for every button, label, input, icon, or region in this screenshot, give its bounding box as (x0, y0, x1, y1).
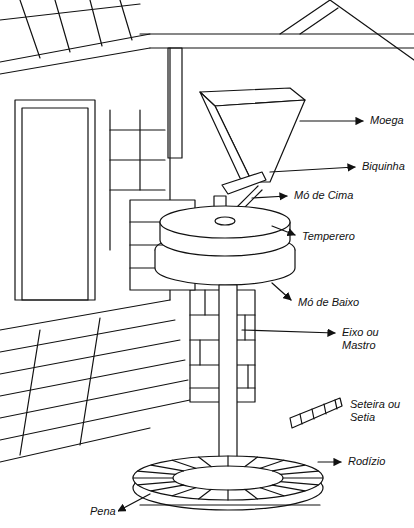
wheel-blade (138, 482, 176, 485)
wheel-blade (138, 471, 176, 474)
wheel-blade (227, 490, 228, 500)
wheel-blade (133, 477, 173, 478)
shaft (219, 285, 237, 480)
wheel-blade (280, 482, 318, 485)
water-wheel (133, 456, 323, 510)
part-label: Moega (368, 114, 406, 127)
wheel-blade (273, 485, 305, 491)
wheel-blade (199, 489, 211, 499)
hopper (200, 88, 305, 182)
part-label: Seteira ou Setia (348, 398, 410, 424)
wheel-blade (283, 477, 323, 478)
part-label: Temperero (300, 230, 357, 243)
wheel-blade (245, 489, 257, 499)
wheel-blade (273, 465, 305, 471)
wheel-blade (199, 457, 211, 467)
water-chute (290, 398, 342, 428)
part-label: Mó de Baixo (296, 296, 361, 309)
wheel-blade (260, 460, 284, 468)
part-label: Mó de Cima (292, 189, 355, 202)
wheel-blade (151, 485, 183, 491)
part-label: Eixo ou Mastro (340, 326, 394, 352)
wheel-blade (280, 471, 318, 474)
wheel-blade (245, 457, 257, 467)
wheel-blade (172, 488, 196, 496)
upper-millstone (160, 206, 290, 256)
part-label: Pena (88, 505, 118, 518)
part-label: Rodízio (346, 455, 387, 468)
wheel-blade (151, 465, 183, 471)
floor-planks (0, 300, 190, 462)
wheel-blade (260, 488, 284, 496)
roof (0, 0, 414, 74)
part-label: Biquinha (360, 160, 407, 173)
wheel-blade (227, 456, 228, 466)
wheel-blade (172, 460, 196, 468)
leader-arrows (118, 121, 363, 511)
